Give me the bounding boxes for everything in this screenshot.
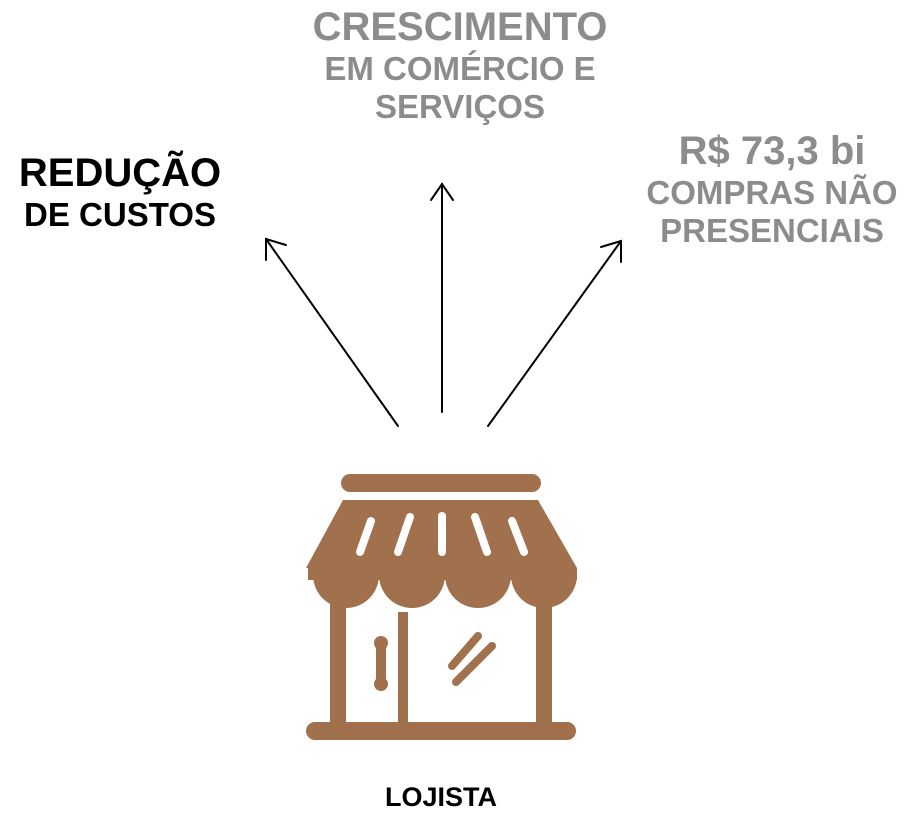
node-crescimento: CRESCIMENTO EM COMÉRCIO E SERVIÇOS <box>260 4 660 126</box>
node-compras-line1: R$ 73,3 bi <box>678 129 866 173</box>
node-compras-line3: PRESENCIAIS <box>660 211 884 249</box>
node-crescimento-line3: SERVIÇOS <box>375 87 545 125</box>
storefront-icon <box>306 474 577 740</box>
node-lojista: LOJISTA <box>384 782 497 812</box>
node-crescimento-line1: CRESCIMENTO <box>312 5 608 49</box>
node-reducao-line2: DE CUSTOS <box>24 196 216 233</box>
node-compras-line2: COMPRAS NÃO <box>646 174 898 211</box>
arrow-right <box>487 239 622 427</box>
node-reducao-line1: REDUÇÃO <box>18 151 222 195</box>
arrow-up <box>430 182 454 413</box>
node-compras: R$ 73,3 bi COMPRAS NÃO PRESENCIAIS <box>622 128 922 250</box>
node-reducao: REDUÇÃO DE CUSTOS <box>0 150 240 234</box>
node-crescimento-line2: EM COMÉRCIO E <box>324 50 596 87</box>
arrow-left <box>265 237 399 427</box>
